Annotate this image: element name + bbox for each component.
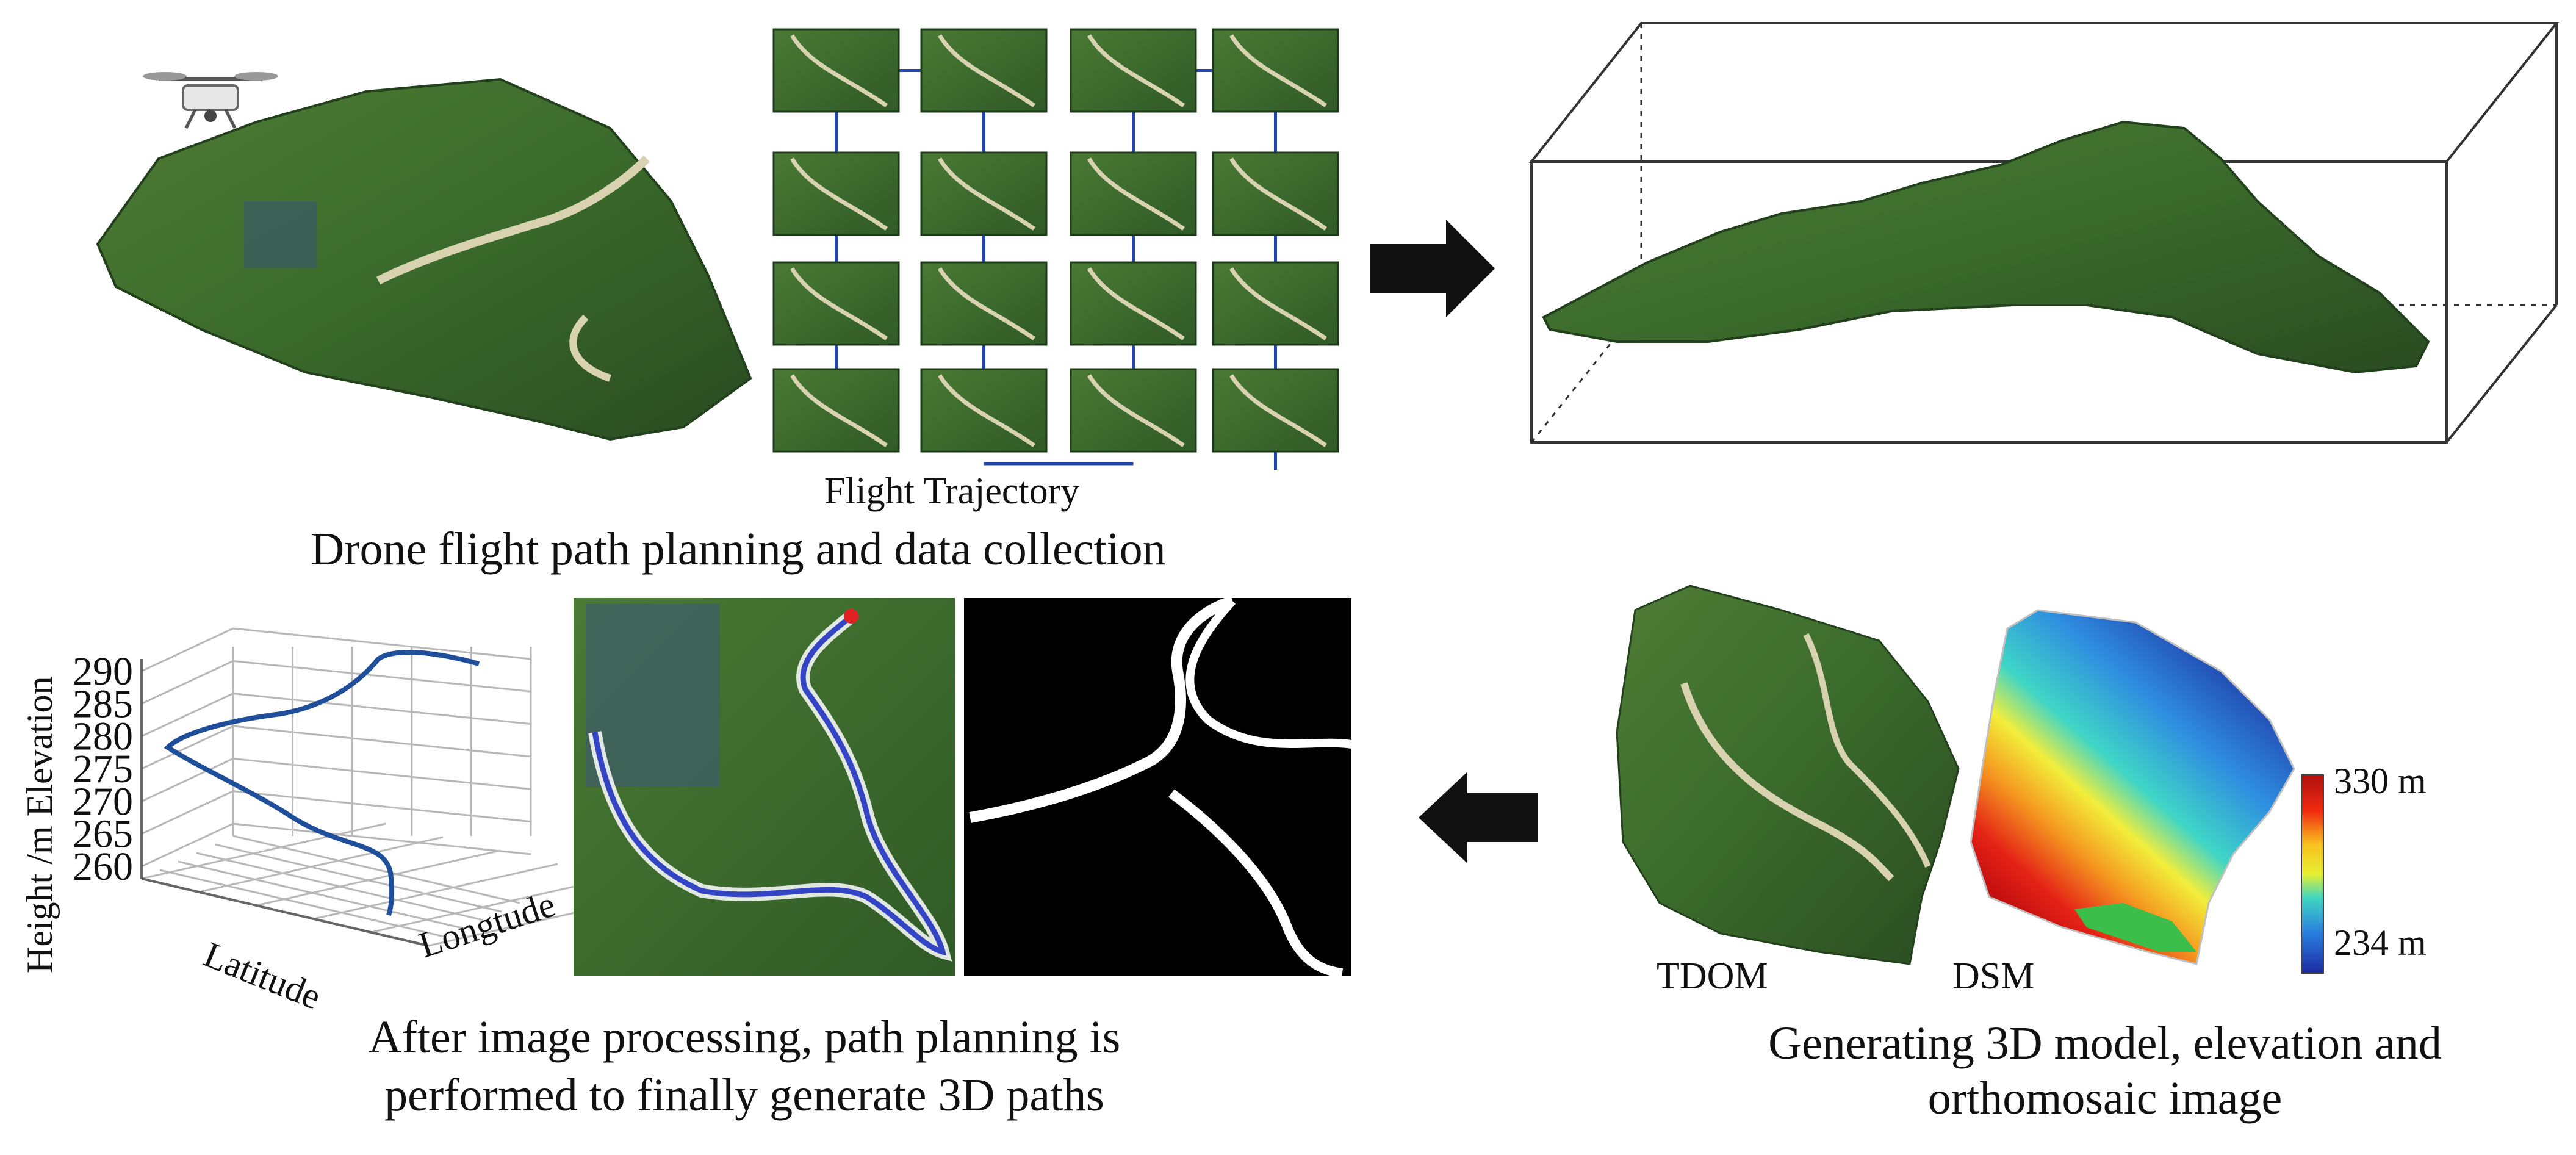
segmentation-image <box>964 598 1351 976</box>
tile-road <box>938 157 1035 231</box>
aerial-image-tile <box>1212 261 1339 346</box>
chart-gridline <box>256 849 501 907</box>
chart-series-line <box>164 650 480 916</box>
tile-road <box>790 267 888 340</box>
segmented-road <box>1185 598 1353 749</box>
drone-icon <box>143 72 278 129</box>
tdom-road <box>1680 682 1894 882</box>
top-left-caption: Drone flight path planning and data coll… <box>311 524 1165 575</box>
tile-road <box>938 267 1035 340</box>
legend-max-label: 330 m <box>2334 761 2427 801</box>
flight-trajectory-label: Flight Trajectory <box>824 470 1080 512</box>
chart-gridline <box>196 852 484 921</box>
segmented-road <box>1168 789 1344 978</box>
chart-tick-label: 290 <box>73 649 133 694</box>
chart-xlabel: Latitude <box>198 934 326 1017</box>
path-start-marker <box>844 609 858 624</box>
chart-gridline <box>232 822 531 855</box>
chart-gridline <box>232 790 531 823</box>
chart-gridline <box>141 757 234 802</box>
chart-gridline <box>198 836 444 893</box>
chart-gridline <box>141 693 234 738</box>
chart-gridline <box>141 822 386 880</box>
arrow-right-icon <box>1370 220 1495 317</box>
chart-axis <box>141 877 429 947</box>
bottom-left-caption-line1: After image processing, path planning is <box>369 1012 1121 1063</box>
chart-tick-label: 260 <box>73 844 133 889</box>
bottom-right-caption-line1: Generating 3D model, elevation and <box>1768 1018 2442 1069</box>
tile-road <box>1087 157 1185 231</box>
chart-tick-label: 285 <box>73 682 133 726</box>
pond-area <box>586 604 720 787</box>
dsm-label: DSM <box>1952 955 2034 997</box>
tile-road <box>1229 157 1327 231</box>
terrain-road <box>376 156 650 285</box>
chart-gridline <box>313 863 558 920</box>
chart-tick-label: 275 <box>73 747 133 791</box>
terrain-surface <box>1542 120 2430 374</box>
elevation-legend-bar <box>2301 774 2324 974</box>
chart-gridline <box>178 860 466 930</box>
tile-road <box>938 34 1035 107</box>
tdom-label: TDOM <box>1657 955 1768 997</box>
chart-gridline <box>232 693 531 725</box>
terrain-road <box>569 314 611 382</box>
segmented-road <box>969 595 1234 823</box>
chart-gridline <box>141 725 234 770</box>
legend-min-label: 234 m <box>2334 923 2427 963</box>
chart-gridline <box>232 725 531 758</box>
flight-trajectory-grid <box>772 28 1339 470</box>
chart-tick-label: 280 <box>73 714 133 759</box>
chart-tick-label: 270 <box>73 779 133 824</box>
bottom-left-caption-line2: performed to finally generate 3D paths <box>384 1070 1104 1121</box>
chart-gridline <box>141 790 234 835</box>
arrow-left-icon <box>1419 772 1538 863</box>
chart-gridline <box>232 627 531 660</box>
planned-path-line <box>592 614 947 956</box>
tile-road <box>1087 34 1185 107</box>
chart-gridline <box>141 660 234 705</box>
chart-gridline <box>232 757 531 790</box>
tile-road <box>790 34 888 107</box>
chart-gridline <box>214 843 502 913</box>
bottom-right-caption-line2: orthomosaic image <box>1928 1073 2282 1124</box>
chart-gridline <box>141 822 234 868</box>
tile-road <box>790 374 888 447</box>
tile-road <box>1229 267 1327 340</box>
tdom-image <box>1616 585 1960 965</box>
tile-road <box>1229 34 1327 107</box>
chart-ylabel: Height /m Elevation <box>20 676 60 973</box>
chart-gridline <box>159 869 447 938</box>
tile-road <box>938 374 1035 447</box>
tile-road <box>790 157 888 231</box>
chart-gridline <box>141 627 234 672</box>
tile-road <box>1087 267 1185 340</box>
chart-tick-label: 265 <box>73 812 133 857</box>
tile-road <box>1229 374 1327 447</box>
chart-gridline <box>232 835 520 904</box>
dsm-image <box>1970 609 2295 965</box>
terrain-pond <box>244 201 317 268</box>
dsm-lowland <box>2074 903 2196 952</box>
tile-road <box>1087 374 1185 447</box>
chart-gridline <box>232 660 531 693</box>
tdom-road <box>1803 633 1931 868</box>
